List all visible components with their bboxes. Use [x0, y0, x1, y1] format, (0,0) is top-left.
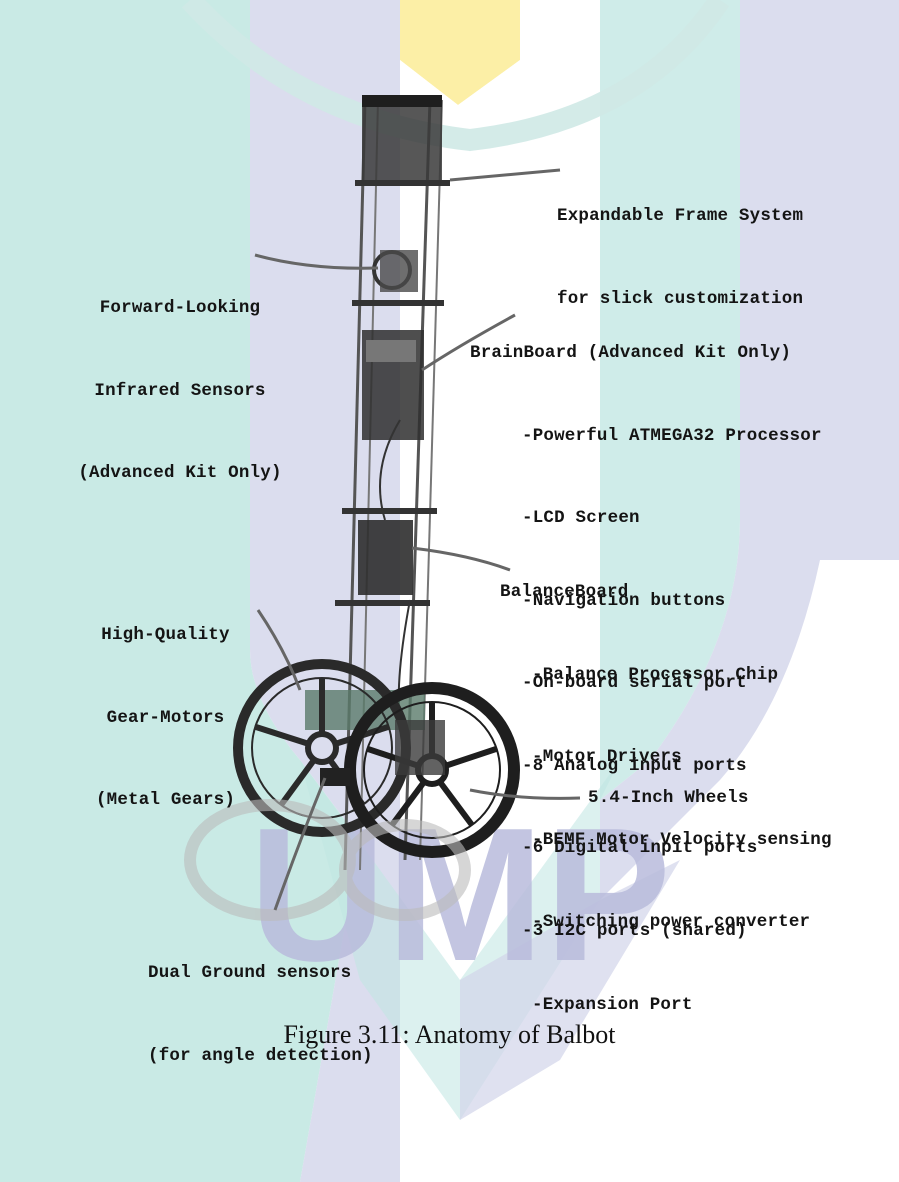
label-ground-line-1: Dual Ground sensors: [148, 960, 373, 988]
label-ground-sensors: Dual Ground sensors (for angle detection…: [148, 905, 373, 1098]
label-infrared-line-1: Forward-Looking: [60, 295, 300, 323]
label-gear-line-3: (Metal Gears): [78, 787, 253, 815]
balanceboard-item: -Balance Processor Chip: [500, 662, 832, 690]
balanceboard-item: -Expansion Port: [500, 992, 832, 1020]
balanceboard-item: -Switching power converter: [500, 909, 832, 937]
brainboard-title: BrainBoard (Advanced Kit Only): [470, 340, 822, 368]
label-infrared-line-3: (Advanced Kit Only): [60, 460, 300, 488]
label-infrared-sensors: Forward-Looking Infrared Sensors (Advanc…: [60, 240, 300, 515]
label-gear-line-2: Gear-Motors: [78, 705, 253, 733]
balanceboard-item: -Motor Drivers: [500, 744, 832, 772]
label-gear-motors: High-Quality Gear-Motors (Metal Gears): [78, 567, 253, 842]
balanceboard-item: -BEMF Motor Velocity sensing: [500, 827, 832, 855]
label-frame-line-1: Expandable Frame System: [557, 203, 803, 231]
figure-caption: Figure 3.11: Anatomy of Balbot: [0, 1020, 899, 1050]
balanceboard-title: BalanceBoard: [500, 579, 832, 607]
label-gear-line-1: High-Quality: [78, 622, 253, 650]
label-infrared-line-2: Infrared Sensors: [60, 378, 300, 406]
label-wheels: 5.4-Inch Wheels: [588, 785, 749, 813]
brainboard-item: -Powerful ATMEGA32 Processor: [470, 423, 822, 451]
